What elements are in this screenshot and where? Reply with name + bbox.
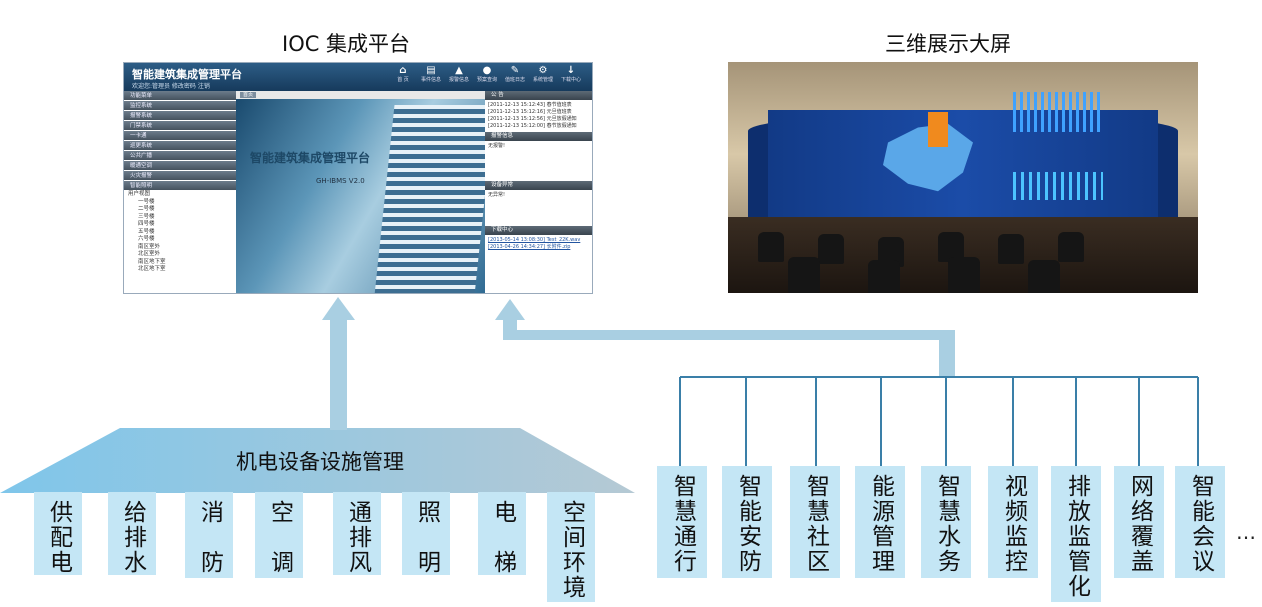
notice-item[interactable]: [2011-12-13 15:12:16] 元旦值班表 [488, 109, 572, 115]
roof-label: 机电设备设施管理 [236, 450, 404, 474]
menu-item[interactable]: 火灾报警 [124, 171, 236, 181]
tree-node[interactable]: 南区室外 [138, 243, 161, 250]
menu-item[interactable]: 监控系统 [124, 101, 236, 111]
smart-service-box: 智慧社区 [790, 466, 840, 578]
subsystem-box: 照 明 [402, 492, 450, 575]
subsystem-box: 电 梯 [478, 492, 526, 575]
menu-item[interactable]: 智能照明 [124, 181, 236, 191]
tree-root[interactable]: 用户视图 [128, 191, 151, 197]
smart-service-box: 智能安防 [722, 466, 772, 578]
menu-item[interactable]: 暖通空调 [124, 161, 236, 171]
smart-service-box: 能源管理 [855, 466, 905, 578]
tree-node[interactable]: 三号楼 [138, 213, 155, 220]
tower-image [373, 105, 495, 293]
banner-image: 智能建筑集成管理平台 GH-IBMS V2.0 [236, 99, 495, 293]
tab-home[interactable]: 首页 [240, 92, 257, 98]
download-link[interactable]: [2013-05-14 13:08:30] Test_22K.wav [488, 237, 581, 243]
bell-icon: ▲ [455, 65, 463, 76]
tree-node[interactable]: 六号楼 [138, 236, 155, 242]
sidebar-header: 功能菜单 [124, 91, 236, 101]
subsystem-box: 空间环境 [547, 492, 595, 602]
home-button[interactable]: ⌂首 页 [392, 65, 414, 83]
clipboard-icon: ▤ [426, 65, 436, 76]
gear-icon: ⚙ [538, 65, 548, 76]
ellipsis: … [1236, 520, 1256, 544]
fault-text: 无异常! [488, 192, 506, 198]
plans-button[interactable]: ●预案查询 [476, 65, 497, 83]
ioc-screenshot: 智能建筑集成管理平台 欢迎您:管理员 修改密码 注销 ⌂首 页 ▤事件信息 ▲报… [123, 62, 593, 294]
download-icon: ↓ [566, 65, 576, 76]
notice-item[interactable]: [2011-12-13 15:12:00] 春节放假通知 [488, 123, 577, 129]
smart-service-box: 智能会议 [1175, 466, 1225, 578]
menu-item[interactable]: 公共广播 [124, 151, 236, 161]
ioc-main: 首页 智能建筑集成管理平台 GH-IBMS V2.0 [236, 91, 495, 293]
smart-service-box: 智慧水务 [921, 466, 971, 578]
events-button[interactable]: ▤事件信息 [420, 65, 441, 83]
bar-visual [1013, 92, 1103, 132]
download-button[interactable]: ↓下载中心 [560, 65, 581, 83]
subsystem-box: 消 防 [185, 492, 233, 578]
control-room-photo [728, 62, 1198, 293]
screen-title: 三维展示大屏 [885, 32, 1011, 56]
subsystem-box: 给排水 [108, 492, 156, 575]
tree-node[interactable]: 北区室外 [138, 251, 161, 257]
arrow-from-subsystems [495, 299, 955, 378]
menu-item[interactable]: 报警系统 [124, 111, 236, 121]
ioc-sidebar: 功能菜单 监控系统 报警系统 门禁系统 一卡通 巡更系统 公共广播 暖通空调 火… [124, 91, 236, 293]
tree-view: 用户视图 一号楼 二号楼 三号楼 四号楼 五号楼 六号楼 南区室外 北区室外 南… [124, 191, 236, 274]
smart-service-box: 视频监控 [988, 466, 1038, 578]
alarms-button[interactable]: ▲报警信息 [448, 65, 469, 83]
bus-lines [679, 376, 1199, 466]
notepad-icon: ✎ [510, 65, 520, 76]
subsystem-box: 空 调 [255, 492, 303, 578]
tree-node[interactable]: 二号楼 [138, 206, 155, 212]
download-panel-title: 下载中心 [485, 226, 592, 235]
ioc-app-title: 智能建筑集成管理平台 [132, 68, 242, 81]
tree-node[interactable]: 北区地下室 [138, 266, 166, 272]
roof-shape [0, 428, 635, 493]
tree-node[interactable]: 南区地下室 [138, 258, 166, 265]
system-button[interactable]: ⚙系统管理 [532, 65, 553, 83]
smart-service-box: 网络覆盖 [1114, 466, 1164, 578]
ioc-title: IOC 集成平台 [282, 32, 411, 56]
alarm-text: 无报警! [488, 143, 506, 149]
banner-version: GH-IBMS V2.0 [316, 177, 365, 185]
alarm-panel-title: 报警信息 [485, 132, 592, 141]
notice-panel-title: 公 告 [485, 91, 592, 100]
fault-panel-title: 设备异常 [485, 181, 592, 190]
notice-item[interactable]: [2011-12-13 15:12:56] 元旦放假通知 [488, 116, 577, 122]
banner-title: 智能建筑集成管理平台 [250, 151, 371, 165]
tree-node[interactable]: 四号楼 [138, 221, 155, 227]
home-icon: ⌂ [399, 65, 407, 76]
download-link[interactable]: [2013-04-26 14:34:27] 长附件.zip [488, 244, 571, 250]
menu-item[interactable]: 巡更系统 [124, 141, 236, 151]
smart-service-box: 智慧通行 [657, 466, 707, 578]
notice-item[interactable]: [2011-12-13 15:12:43] 春节值班表 [488, 102, 572, 108]
menu-item[interactable]: 门禁系统 [124, 121, 236, 131]
tree-node[interactable]: 五号楼 [138, 228, 155, 235]
subsystem-box: 通排风 [333, 492, 381, 575]
menu-item[interactable]: 一卡通 [124, 131, 236, 141]
arrow-to-ioc [322, 297, 355, 430]
duty-log-button[interactable]: ✎值班日志 [504, 65, 525, 83]
ioc-right-panels: 公 告 [2011-12-13 15:12:43] 春节值班表 [2011-12… [485, 91, 592, 293]
ioc-welcome: 欢迎您:管理员 修改密码 注销 [132, 83, 210, 90]
ioc-header: 智能建筑集成管理平台 欢迎您:管理员 修改密码 注销 ⌂首 页 ▤事件信息 ▲报… [124, 63, 592, 91]
user-icon: ● [482, 65, 492, 76]
tree-node[interactable]: 一号楼 [138, 198, 155, 205]
subsystem-box: 供配电 [34, 492, 82, 575]
smart-service-box: 排放监管化 [1051, 466, 1101, 602]
